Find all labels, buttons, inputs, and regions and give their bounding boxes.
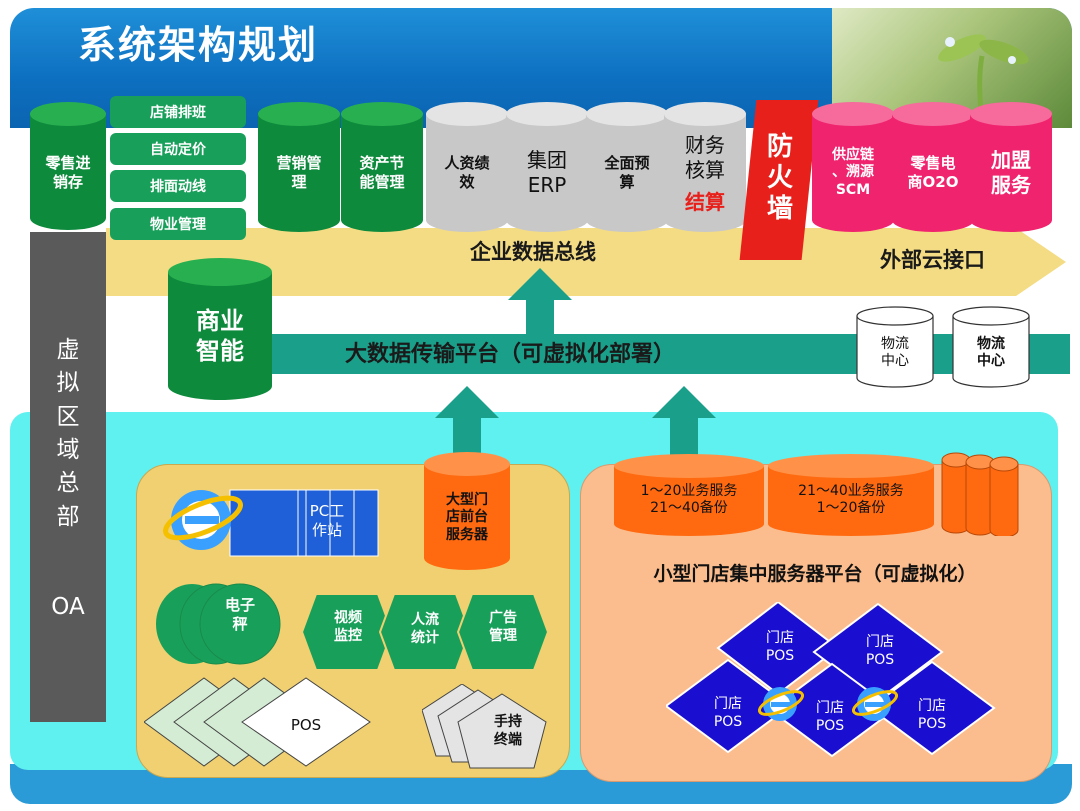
ie-browser-icon [758,687,804,721]
up-arrow-bus [508,268,572,336]
store-scheduling-box: 店铺排班 [110,96,246,128]
page-title: 系统架构规划 [78,23,319,67]
franchise-cylinder: 加盟 服务 [970,102,1052,232]
business-intelligence-cylinder: 商业 智能 [168,258,272,400]
business-server-label-1: 1～20业务服务 21～40备份 [640,482,738,517]
supply-chain-cylinder: 供应链 、溯源 SCM [812,102,894,232]
up-arrow-large-store [435,386,499,456]
settlement-label: 结算 [685,189,725,214]
pos-terminal-group [144,677,371,767]
retail-inventory-cylinder: 零售进 销存 [30,102,106,230]
data-bus-arrow [106,228,1066,296]
external-cloud-label: 外部云接口 [880,248,985,272]
budget-label: 全面预 算 [604,154,650,191]
large-store-server-cylinder: 大型门 店前台 服务器 [424,452,510,570]
hr-performance-cylinder: 人资绩 效 [426,102,508,232]
store-pos-label-2: 门店 POS [865,634,895,668]
retail-inventory-label: 零售进 销存 [45,154,91,191]
store-pos-label-4: 门店 POS [815,700,845,734]
business-server-cylinder-1: 1～20业务服务 21～40备份 [614,454,764,536]
finance-cylinder: 财务 核算 结算 [664,102,746,232]
asset-energy-cylinder: 资产节 能管理 [341,102,423,232]
logistics-center-label-1: 物流 中心 [881,335,909,370]
people-flow-label: 人流 统计 [411,612,439,646]
bigdata-platform-label: 大数据传输平台（可虚拟化部署） [345,342,676,367]
virtual-hq-column [30,232,106,722]
up-arrow-small-store [652,386,716,456]
electronic-scale-group [156,583,281,665]
business-intelligence-label: 商业 智能 [196,307,244,365]
logistics-center-cylinder-1: 物流 中心 [856,306,934,388]
large-store-server-label: 大型门 店前台 服务器 [446,491,488,543]
handheld-terminal-label: 手持 终端 [494,714,522,748]
logistics-center-label-2: 物流 中心 [977,335,1005,370]
store-pos-label-5: 门店 POS [917,698,947,732]
ecommerce-o2o-cylinder: 零售电 商O2O [892,102,974,232]
ie-browser-icon [163,490,243,550]
business-server-cylinder-2: 21～40业务服务 1～20备份 [768,454,934,536]
data-bus-label: 企业数据总线 [470,240,596,264]
group-erp-cylinder: 集团 ERP [506,102,588,232]
finance-label: 财务 核算 [685,133,725,182]
handheld-terminal-group [422,684,547,769]
business-server-label-2: 21～40业务服务 1～20备份 [798,482,904,517]
store-pos-network [666,602,996,758]
pos-label: POS [290,716,322,734]
firewall-label: 防 火 墙 [766,132,793,225]
shelf-flow-box: 排面动线 [110,170,246,202]
budget-cylinder: 全面预 算 [586,102,668,232]
small-store-platform-label: 小型门店集中服务器平台（可虚拟化） [653,563,977,585]
pc-workstation-group [229,489,379,557]
hexagon-services-group [302,594,550,671]
hr-performance-label: 人资绩 效 [444,154,490,191]
property-management-box: 物业管理 [110,208,246,240]
store-pos-label-3: 门店 POS [713,696,743,730]
ie-browser-icon [852,687,898,721]
pc-workstation-label: PC工 作站 [309,502,345,539]
marketing-cylinder: 营销管 理 [258,102,340,232]
store-pos-label-1: 门店 POS [765,630,795,664]
server-array-icon [941,452,1019,536]
ecommerce-o2o-label: 零售电 商O2O [907,154,959,191]
oa-label: OA [51,594,85,620]
virtual-hq-label: 虚 拟 区 域 总 部 [56,337,80,530]
video-monitoring-label: 视频 监控 [334,610,362,644]
group-erp-label: 集团 ERP [527,148,567,197]
marketing-label: 营销管 理 [276,154,322,191]
auto-pricing-box: 自动定价 [110,133,246,165]
asset-energy-label: 资产节 能管理 [359,154,405,191]
franchise-label: 加盟 服务 [991,148,1031,197]
supply-chain-label: 供应链 、溯源 SCM [832,146,874,198]
electronic-scale-label: 电子 秤 [224,596,255,633]
ad-management-label: 广告 管理 [489,610,517,644]
logistics-center-cylinder-2: 物流 中心 [952,306,1030,388]
